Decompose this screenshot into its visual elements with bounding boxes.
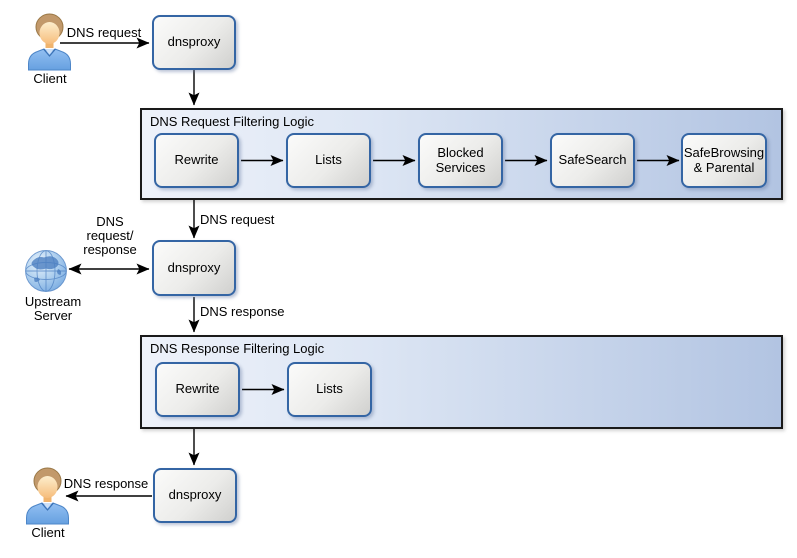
edge-label-client-request: DNS request xyxy=(66,25,142,40)
filter-step-safebrowsing-parental: SafeBrowsing & Parental xyxy=(681,133,767,188)
filter-step-lists: Lists xyxy=(286,133,371,188)
client-bottom-label: Client xyxy=(31,525,65,540)
filter-step-blocked-services: Blocked Services xyxy=(418,133,503,188)
response-step-rewrite: Rewrite xyxy=(155,362,240,417)
filter-step-rewrite: Rewrite xyxy=(154,133,239,188)
response-filtering-container: DNS Response Filtering Logic xyxy=(140,335,783,429)
filter-step-safesearch: SafeSearch xyxy=(550,133,635,188)
globe-icon xyxy=(24,249,68,293)
edge-label-client-response: DNS response xyxy=(63,476,149,491)
dnsproxy-ingress-box: dnsproxy xyxy=(152,15,236,70)
user-icon xyxy=(25,467,71,525)
edge-label-request-to-core: DNS request xyxy=(200,212,275,227)
dnsproxy-egress-box: dnsproxy xyxy=(153,468,237,523)
user-icon xyxy=(27,13,73,71)
response-step-lists: Lists xyxy=(287,362,372,417)
request-filtering-title: DNS Request Filtering Logic xyxy=(150,114,315,129)
edge-label-upstream-exchange: DNS request/ response xyxy=(83,214,137,258)
response-filtering-title: DNS Response Filtering Logic xyxy=(150,341,325,356)
client-top-label: Client xyxy=(33,71,67,86)
upstream-server-label: Upstream Server xyxy=(24,294,82,324)
edge-label-core-to-response: DNS response xyxy=(200,304,285,319)
dnsproxy-core-box: dnsproxy xyxy=(152,240,236,296)
